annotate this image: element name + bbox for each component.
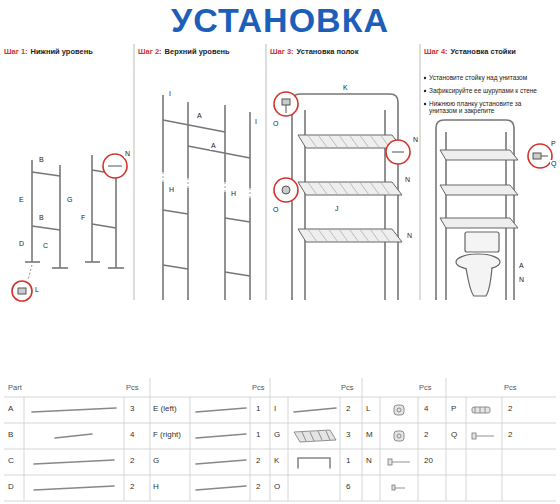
leader-lines <box>28 168 118 280</box>
part-cell: P <box>451 405 456 414</box>
detail-callout-circles <box>528 144 552 168</box>
part-cell: D <box>8 483 14 492</box>
part-letter: C <box>42 242 49 250</box>
toilet <box>456 232 500 296</box>
part-cell: I <box>274 405 276 414</box>
part-letter: H <box>230 190 237 198</box>
quantity-cell: 20 <box>424 457 433 466</box>
parts-table-grid <box>4 378 556 501</box>
part-letter: N <box>124 150 131 158</box>
installed-unit-frame <box>436 120 514 300</box>
quantity-cell: 1 <box>256 405 260 414</box>
part-letter: A <box>196 112 203 120</box>
part-letter: G <box>66 196 73 204</box>
quantity-cell: 1 <box>346 457 350 466</box>
step-number: Шаг 3: <box>270 48 294 56</box>
table-header: Pcs <box>252 384 265 392</box>
part-icons <box>32 408 336 490</box>
part-letter: B <box>38 156 45 164</box>
part-cell: N <box>366 457 372 466</box>
step-number: Шаг 1: <box>4 48 28 56</box>
part-letter: L <box>34 286 40 294</box>
part-cell: B <box>8 431 13 440</box>
part-letter: F <box>80 214 86 222</box>
part-cell: O <box>274 483 280 492</box>
table-header: Pcs <box>341 384 354 392</box>
step-heading: Установка полок <box>297 48 359 56</box>
part-letter: A <box>210 142 217 150</box>
shelf-slats <box>308 136 389 241</box>
part-letter: O <box>272 120 279 128</box>
part-cell: L <box>366 405 370 414</box>
part-letter: P <box>550 140 557 148</box>
part-cell: C <box>8 457 14 466</box>
step-heading: Верхний уровень <box>165 48 230 56</box>
detail-callout-circles <box>274 92 410 202</box>
step-heading: Установка стойки <box>451 48 516 56</box>
detail-parts <box>282 99 404 194</box>
quantity-cell: 2 <box>508 405 512 414</box>
part-cell: Q <box>451 431 457 440</box>
part-letter: B <box>38 214 45 222</box>
part-letter: J <box>334 205 340 213</box>
page-title: УСТАНОВКА <box>0 0 560 40</box>
part-letter: N <box>406 232 413 240</box>
step-heading: Нижний уровень <box>31 48 93 56</box>
part-letter: I <box>168 90 172 98</box>
quantity-cell: 1 <box>256 431 260 440</box>
part-letter: N <box>412 136 419 144</box>
instruction-note: Зафиксируйте ее шурупами к стене <box>429 87 551 94</box>
part-letter: Q <box>550 160 557 168</box>
detail-callout-circles <box>12 154 127 301</box>
step-number: Шаг 4: <box>424 48 448 56</box>
upper-level-frames <box>163 95 250 300</box>
part-letter: N <box>518 276 525 284</box>
part-letter: E <box>18 196 25 204</box>
part-letter: D <box>18 240 25 248</box>
quantity-cell: 3 <box>346 431 350 440</box>
part-letter: H <box>168 186 175 194</box>
column-dividers <box>134 44 420 300</box>
part-cell: E (left) <box>153 405 177 414</box>
part-cell: G <box>274 431 280 440</box>
part-letter: K <box>342 84 349 92</box>
table-header: Pcs <box>126 384 139 392</box>
part-cell: K <box>274 457 279 466</box>
part-letter: O <box>272 206 279 214</box>
quantity-cell: 2 <box>256 457 260 466</box>
installed-shelves <box>440 150 518 228</box>
quantity-cell: 2 <box>256 483 260 492</box>
part-cell: H <box>153 483 159 492</box>
part-cell: G <box>153 457 159 466</box>
table-header: Pcs <box>504 384 517 392</box>
step-number: Шаг 2: <box>138 48 162 56</box>
quantity-cell: 2 <box>130 483 134 492</box>
insertion-guides <box>163 172 250 198</box>
quantity-cell: 6 <box>346 483 350 492</box>
shelf-unit-frame <box>292 94 398 300</box>
quantity-cell: 4 <box>424 405 428 414</box>
part-letter: A <box>518 262 525 270</box>
quantity-cell: 3 <box>130 405 134 414</box>
part-letter: I <box>254 118 258 126</box>
instruction-note: Установите стойку над унитазом <box>429 74 551 81</box>
detail-parts <box>18 166 122 294</box>
quantity-cell: 2 <box>130 457 134 466</box>
part-cell: A <box>8 405 13 414</box>
quantity-cell: 2 <box>346 405 350 414</box>
bullet-dots <box>424 77 426 105</box>
table-header: Pcs <box>419 384 432 392</box>
quantity-cell: 4 <box>130 431 134 440</box>
part-letter: N <box>404 176 411 184</box>
table-header: Part <box>8 384 22 392</box>
wall-anchor <box>533 153 548 159</box>
quantity-cell: 2 <box>424 431 428 440</box>
quantity-cell: 2 <box>508 431 512 440</box>
instruction-note: Нижнюю планку установите за унитазом и з… <box>429 100 551 114</box>
part-cell: F (right) <box>153 431 181 440</box>
part-icon-details <box>294 405 494 490</box>
part-cell: M <box>366 431 373 440</box>
